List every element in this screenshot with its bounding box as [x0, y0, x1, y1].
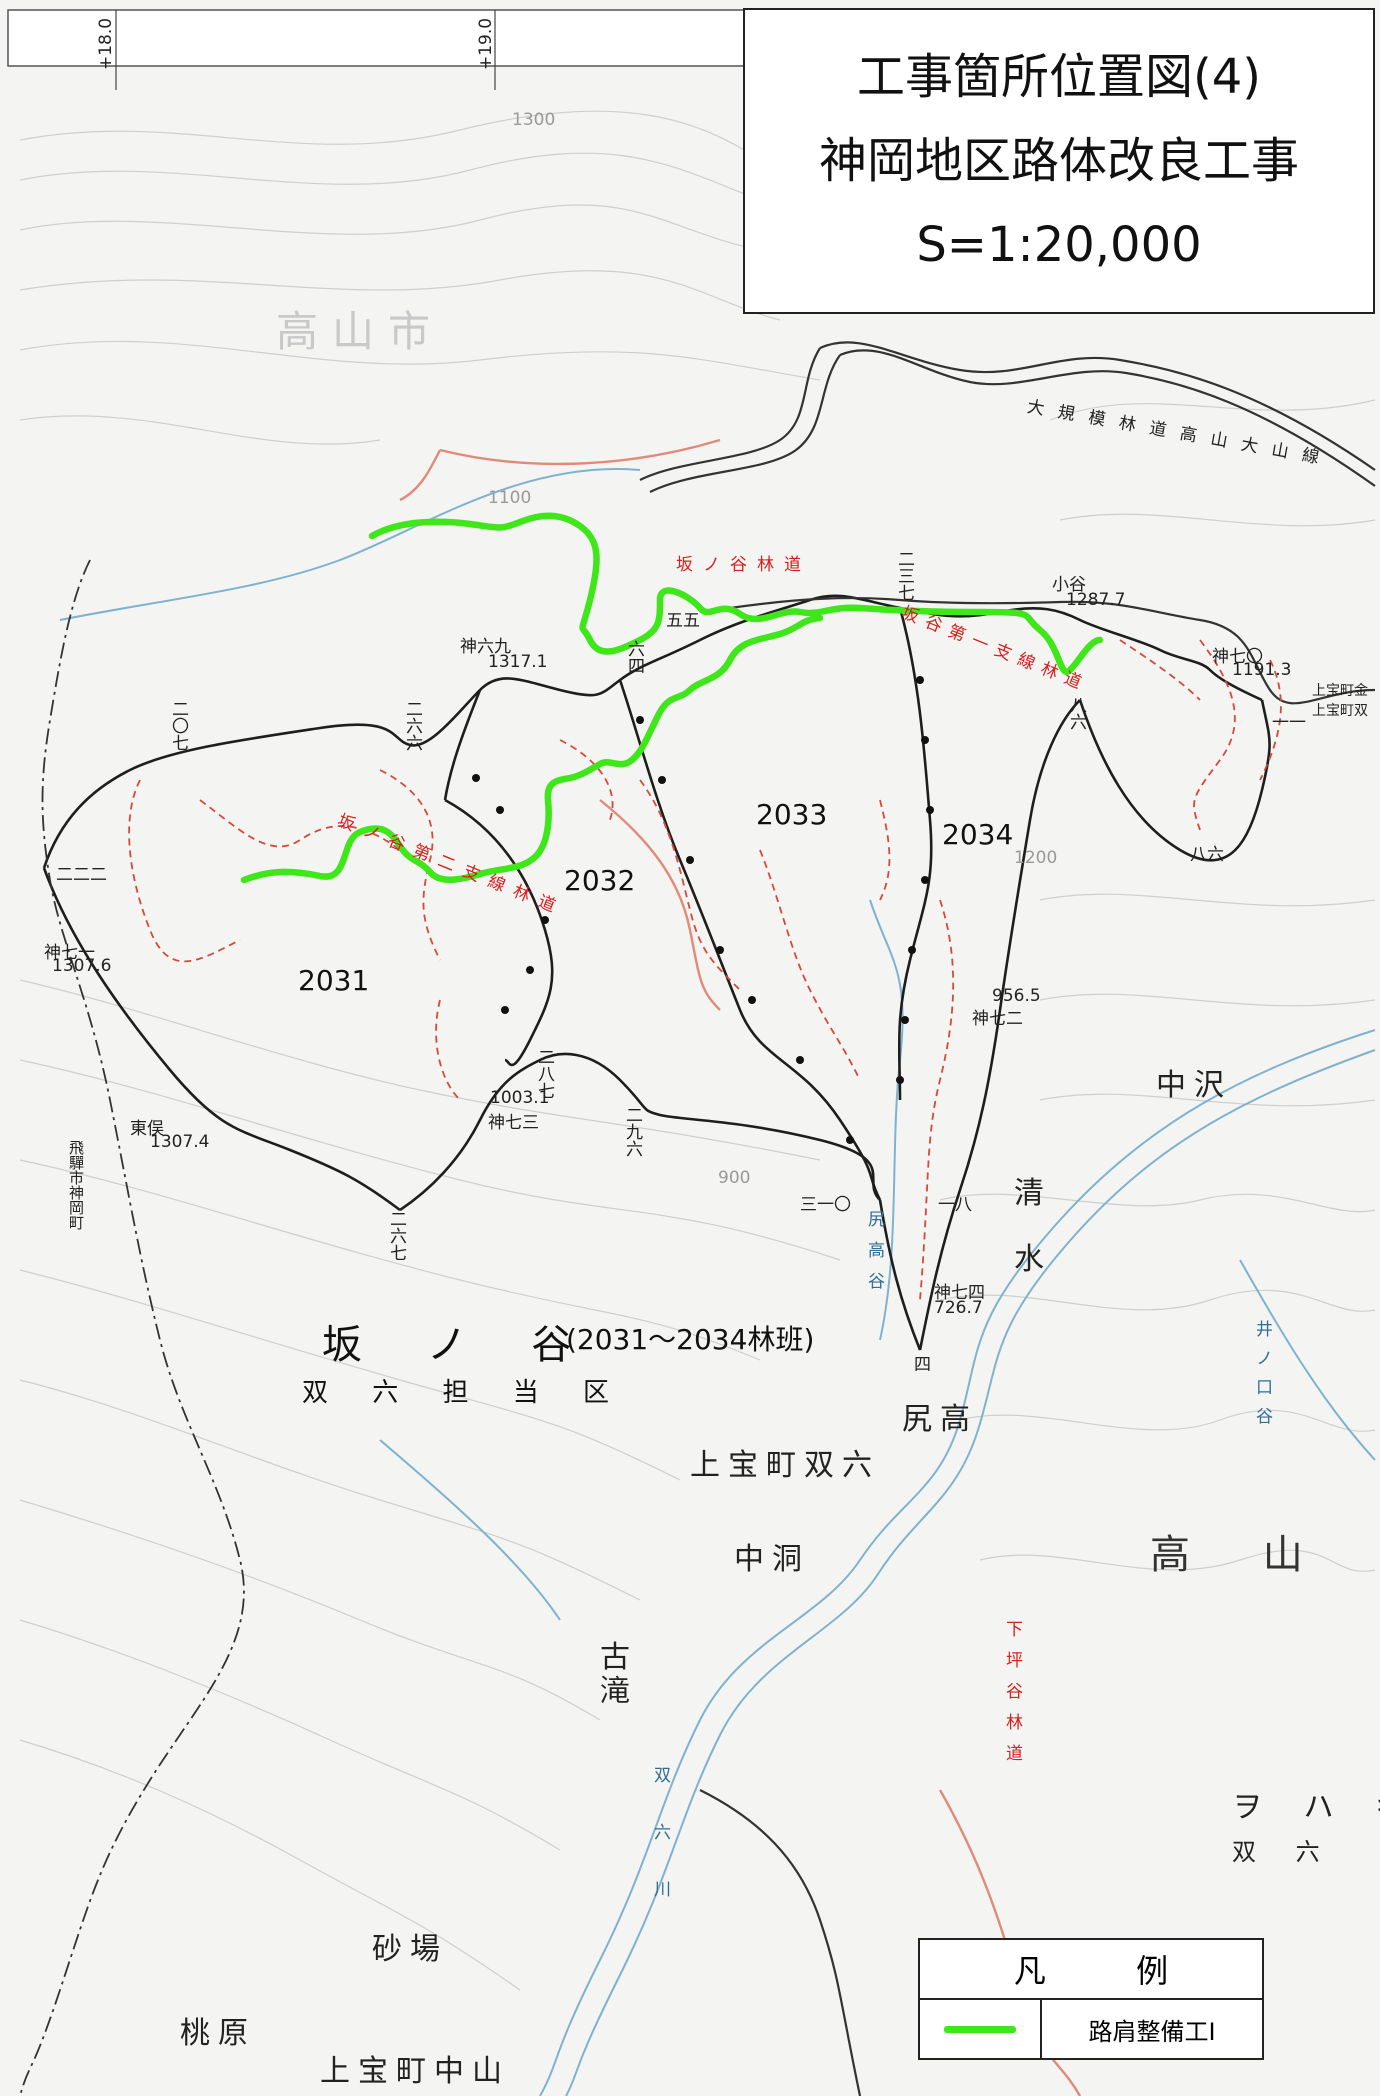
contour-label-1100: 1100: [488, 488, 532, 508]
place-seisui-2: 水: [1014, 1242, 1052, 1277]
legend-green-line-swatch: [944, 2025, 1016, 2033]
river-label-shiritaka-tani: 尻高谷: [864, 1210, 884, 1303]
legend-item: 路肩整備工Ⅰ: [920, 2000, 1262, 2058]
corner-222: 二二二: [56, 865, 107, 885]
label-prefecture-border: 飛驒市神岡町: [67, 1140, 85, 1230]
place-seisui-1: 清: [1014, 1176, 1052, 1211]
corner-86-b: 八六: [1190, 845, 1224, 865]
place-takayama-large: 高 山: [1150, 1532, 1333, 1578]
road-label-shimotsubo: 下坪谷林道: [1002, 1620, 1022, 1775]
point-kami72: 神七二: [972, 1009, 1023, 1029]
point-kami73: 神七三: [488, 1113, 539, 1133]
prefecture-border: [19, 559, 245, 2096]
place-furutaki-2: 滝: [600, 1674, 638, 1709]
point-kamiroku9-elevation: 1317.1: [488, 652, 548, 672]
place-furutaki-1: 古: [600, 1640, 638, 1675]
place-nakazawa: 中沢: [1156, 1068, 1232, 1103]
point-kotani-elevation: 1287.7: [1066, 590, 1126, 610]
point-kami72-elevation: 956.5: [992, 986, 1041, 1006]
grid-header-strip: [7, 9, 749, 67]
point-kami74-elevation: 726.7: [934, 1298, 983, 1318]
point-kotani: 小谷: [1052, 575, 1086, 595]
corner-296: 二九六: [622, 1106, 642, 1157]
river-label-sugoroku: 双六川: [650, 1766, 670, 1937]
compartment-boundaries: [42, 594, 1271, 1351]
point-higashimata-elevation: 1307.4: [150, 1132, 210, 1152]
legend-title: 凡 例: [920, 1940, 1262, 2000]
contour-lines: [19, 110, 1376, 1991]
stand-2032: 2032: [564, 864, 636, 897]
corner-267: 二六七: [386, 1210, 406, 1261]
corner-86: 八六: [1066, 696, 1086, 730]
forest-roads-red-solid: [399, 438, 1082, 2096]
label-kamitakara-sou: 上宝町双: [1312, 703, 1368, 719]
corner-266: 二六六: [402, 700, 422, 751]
place-shiritaka: 尻高: [902, 1402, 978, 1437]
legend-symbol: [920, 2000, 1042, 2058]
corner-64: 六四: [624, 640, 644, 674]
title-line-figure: 工事箇所位置図(4): [857, 49, 1261, 105]
corner-4: 四: [914, 1355, 931, 1375]
road-label-sakanotani: 坂ノ谷林道: [676, 555, 811, 575]
corner-207: 二〇七: [168, 700, 188, 751]
grid-label-19: +19.0: [476, 17, 496, 70]
corner-11: 一一: [1272, 713, 1306, 733]
main-roads: [639, 341, 1376, 2096]
point-kami70-elevation: 1191.3: [1232, 660, 1292, 680]
legend-item-label: 路肩整備工Ⅰ: [1088, 2017, 1216, 2046]
contour-label-1300: 1300: [512, 110, 556, 130]
point-higashimata: 東俣: [130, 1119, 164, 1139]
point-kami71-elevation: 1307.6: [52, 956, 112, 976]
corner-237: 二三七: [894, 550, 914, 601]
grid-label-18: +18.0: [96, 17, 116, 70]
point-kamiroku9: 神六九: [460, 637, 511, 657]
corner-287: 二八七: [534, 1048, 554, 1099]
contour-label-1200: 1200: [1014, 848, 1058, 868]
label-kamitakara-kane: 上宝町金: [1312, 683, 1368, 699]
place-momohara: 桃原: [180, 2016, 256, 2051]
point-kami71: 神七一: [44, 943, 95, 963]
river-label-inokuchi: 井ノ口谷: [1252, 1320, 1272, 1436]
place-wohaki: ヲ ハ キ: [1232, 1790, 1380, 1825]
contour-label-900: 900: [718, 1168, 751, 1188]
forest-name: 坂 ノ 谷: [322, 1322, 598, 1368]
corner-55: 五五: [666, 611, 700, 631]
place-kamitakara-nakayama: 上宝町中山: [320, 2054, 510, 2089]
place-sunaba: 砂場: [372, 1932, 448, 1967]
stand-2031: 2031: [298, 964, 370, 997]
corner-310: 三一〇: [800, 1195, 851, 1215]
legend: 凡 例 路肩整備工Ⅰ: [918, 1938, 1264, 2060]
rivers: [59, 468, 1376, 2096]
place-takayama-city: 高山市: [276, 307, 445, 356]
forest-district: 双 六 担 当 区: [302, 1378, 628, 1408]
stand-2034: 2034: [942, 818, 1014, 851]
forest-compartment-range: (2031〜2034林班): [566, 1323, 815, 1356]
point-kami74: 神七四: [934, 1283, 985, 1303]
place-sugoroku-small: 双 六: [1232, 1838, 1336, 1866]
title-box: 工事箇所位置図(4) 神岡地区路体改良工事 S=1:20,000: [743, 8, 1375, 314]
stand-2033: 2033: [756, 798, 828, 831]
point-kami73-elevation: 1003.1: [490, 1088, 550, 1108]
corner-18: 一八: [938, 1195, 972, 1215]
title-line-scale: S=1:20,000: [916, 217, 1202, 273]
point-kami70: 神七〇: [1212, 647, 1263, 667]
place-kamitakara-sugoroku: 上宝町双六: [690, 1448, 880, 1483]
boundary-dots: [472, 676, 934, 1144]
shoulder-work-routes: [240, 512, 1104, 884]
place-nakabora: 中洞: [734, 1542, 810, 1577]
title-line-project: 神岡地区路体改良工事: [818, 133, 1299, 189]
